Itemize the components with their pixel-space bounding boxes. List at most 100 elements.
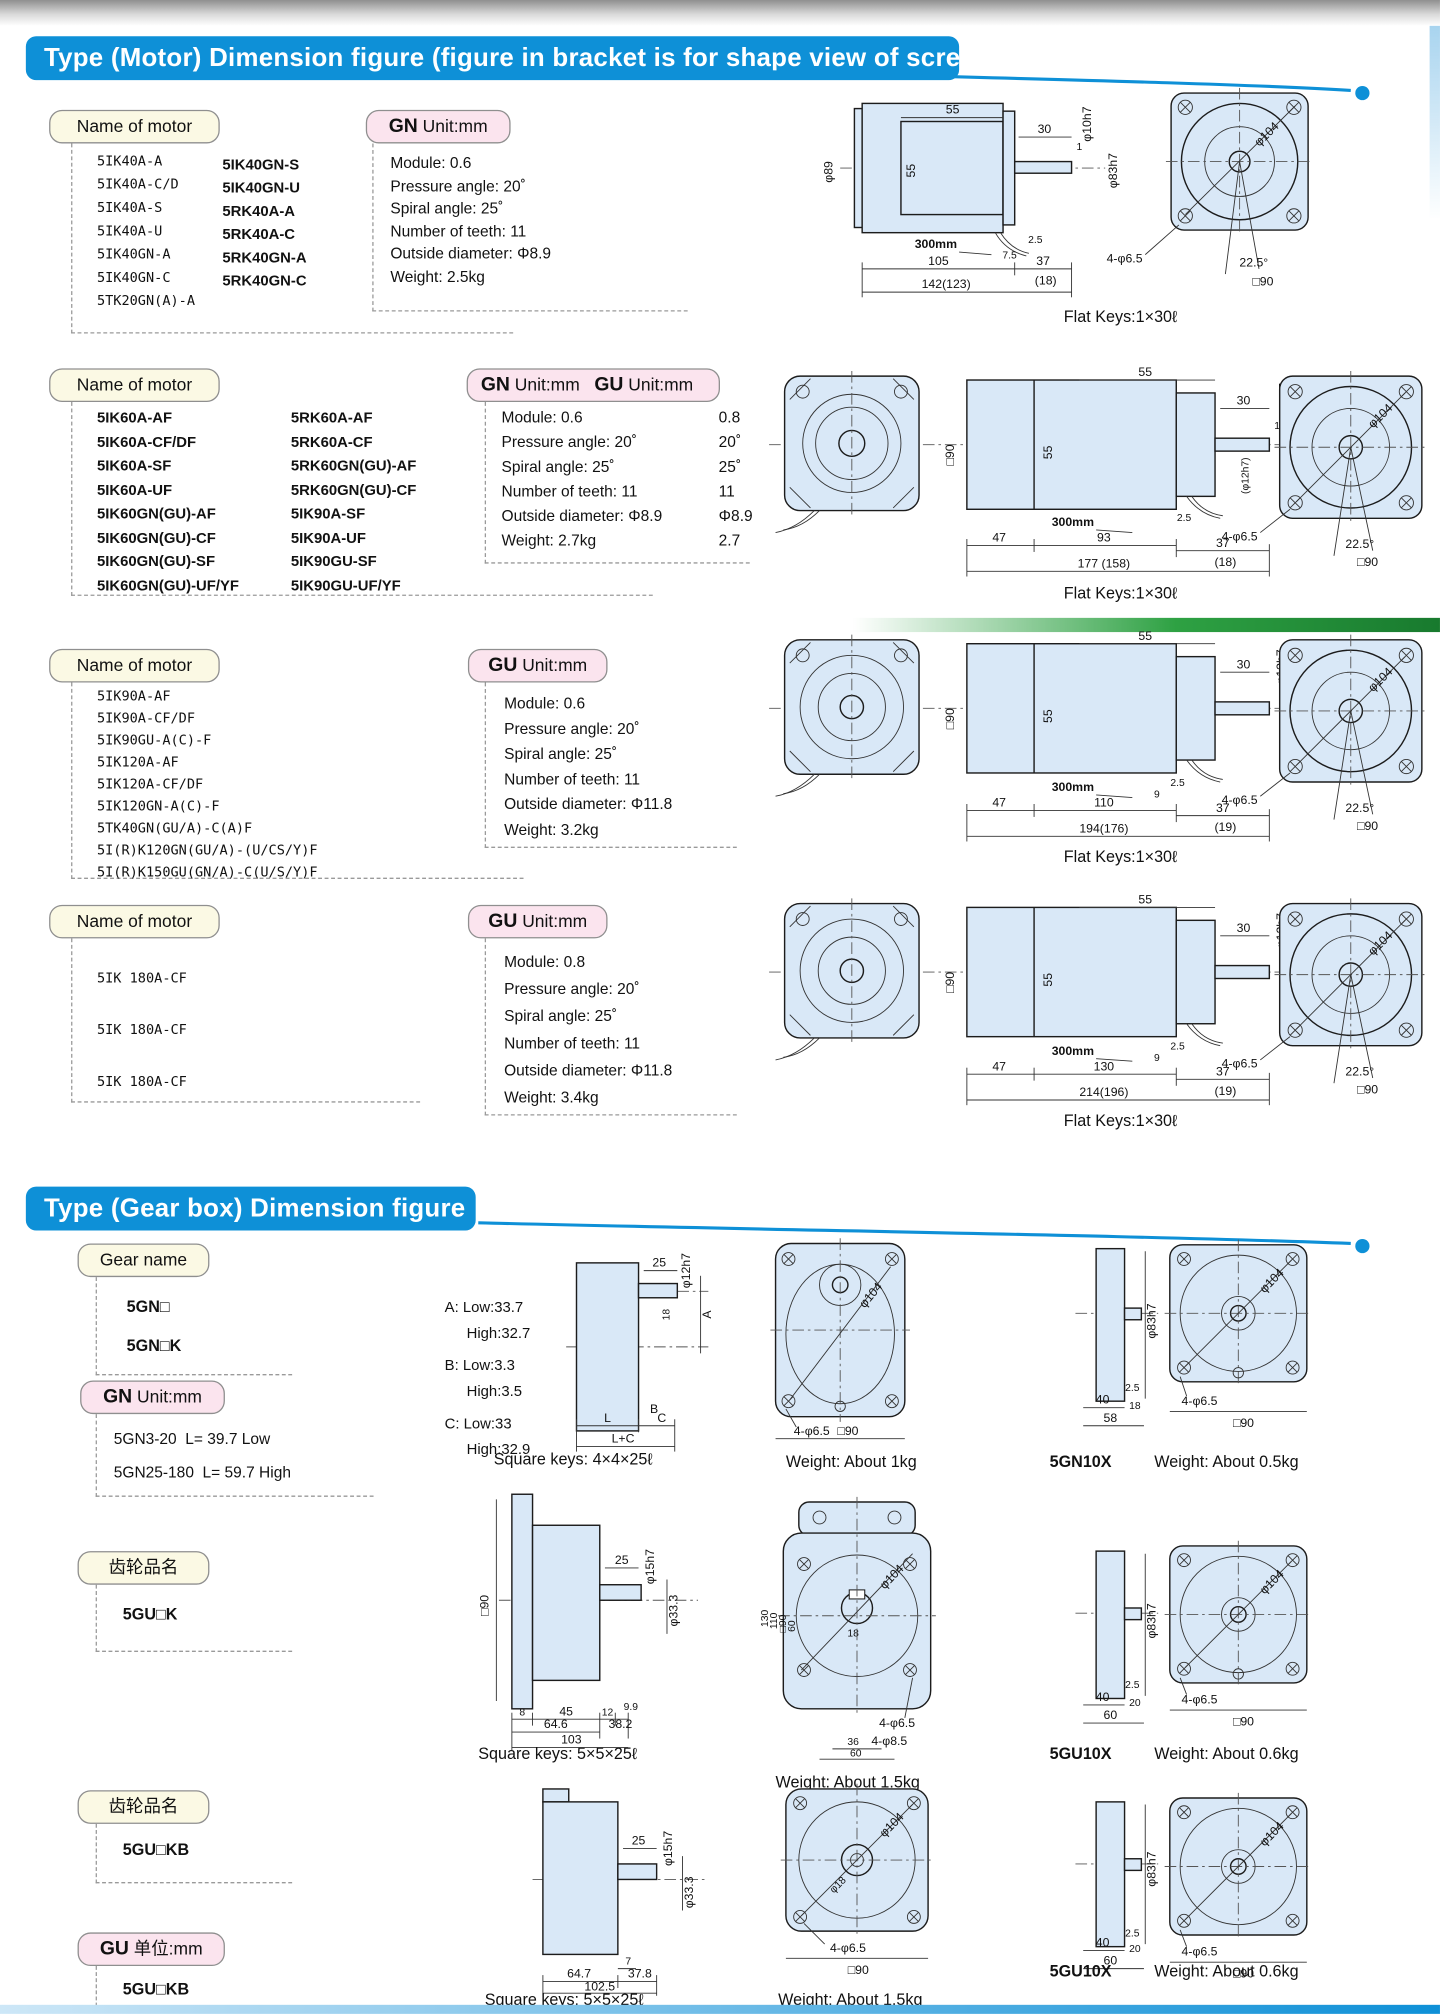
motor2-dimension-drawing: 55 30 1 φ10h7 (φ12h7) φ83h7 □90 55 300mm… [769,365,1428,577]
gear-spec-line: 5GN3-20 L= 39.7 Low [113,1429,271,1448]
dim-label: 4-φ6.5 [1222,793,1258,807]
motor1-spec-outline [372,143,688,312]
unit-label: Unit:mm [628,374,694,395]
gear1-square-keys: Square keys: 4×4×25ℓ [493,1450,653,1469]
dim-label: 18 [662,1309,673,1321]
spec-label: Number of teeth: 11 [501,482,638,501]
abc-line: C: Low:33 [444,1416,512,1433]
dim-label: 37 [1216,1064,1230,1078]
motor-name: 5IK 180A-CF [96,970,187,987]
spec-item: Module: 0.6 [504,694,586,713]
dim-label: □90 [848,1963,869,1977]
dim-label: 55 [1041,709,1055,723]
motor-name: 5RK40A-C [222,227,296,244]
dim-label: 18 [1129,1401,1141,1412]
spec-label: Module: 0.6 [501,408,583,427]
dim-label: 8 [519,1707,525,1718]
motor-name: 5I(R)K150GU(GN/A)-C(U/S/Y)F [96,864,318,881]
spec-item: Number of teeth: 11 [504,1034,641,1053]
gear2-side-drawing: □90 25 φ15h7 φ33.3 8 45 12 9.9 64.6 38.2… [478,1493,699,1751]
dim-label: φ15h7 [643,1549,657,1584]
gear2-right-weight: Weight: About 0.6kg [1154,1745,1299,1764]
spec-value-gu: 2.7 [718,531,741,550]
motor-name: 5IK90A-SF [290,506,366,523]
dim-label: φ83h7 [1145,1851,1159,1886]
spec-row: Spiral angle: 25˚25˚ [502,458,761,483]
dim-label: (18) [1214,555,1236,569]
dim-label: □90 [1233,1715,1254,1729]
gear3-name-box: 齿轮品名 [77,1790,210,1824]
dim-label: 55 [946,103,960,117]
motor-name: 5IK40A-U [96,223,163,240]
motor4-unit-box: GU Unit:mm [467,904,608,939]
motor-name: 5IK90GU-UF/YF [290,578,401,594]
dim-label: 2.5 [1125,1383,1140,1394]
gear1-right-weight: Weight: About 0.5kg [1154,1452,1299,1471]
dim-label: 30 [1237,657,1251,671]
dim-label: □90 [1357,819,1378,833]
dim-label: 60 [787,1620,798,1632]
dim-label: □90 [1233,1967,1254,1981]
dim-label: φ10h7 [1080,106,1094,141]
dim-label: 4-φ6.5 [879,1716,915,1730]
spec-row: Pressure angle: 20˚ 20˚ [502,433,761,458]
motor-name: 5IK60GN(GU)-AF [96,506,216,523]
dim-label: 1 [1274,421,1280,432]
header-swoosh-1 [697,68,1370,101]
motor-name: 5IK120GN-A(C)-F [96,798,220,815]
dim-label: □90 [1357,1083,1378,1097]
dim-label: □90 [943,708,957,729]
gear-name: 5GU□K [122,1605,178,1624]
dim-label: 4-φ6.5 [1182,1394,1218,1408]
dim-label: 60 [1104,1954,1118,1968]
gear2-front-drawing: 18 φ104 130 110 □90 60 4-φ6.5 4-φ8.5 36 … [760,1496,936,1760]
dim-label: 1 [1076,142,1082,153]
dim-label: □90 [478,1595,492,1616]
green-divider-band [853,617,1440,633]
spec-label: Spiral angle: 25˚ [501,457,615,476]
spec-label: Outside diameter: Φ8.9 [501,506,663,525]
dim-label: 7.5 [1002,251,1017,262]
gear2-right-side-drawing: φ83h7 2.5 40 20 60 [1075,1550,1159,1724]
spec-value-gu: 0.8 [718,408,741,427]
dim-label: 55 [1041,973,1055,987]
motor-name: 5IK60GN(GU)-SF [96,554,216,571]
unit-code: GN [480,373,510,396]
motor4-list-outline [71,938,421,1103]
gear3-unit-box: GU 单位:mm [77,1932,225,1967]
motor3-list-outline [71,682,524,879]
motor-name: 5RK60A-AF [290,411,373,427]
gearbox-section-title: Type (Gear box) Dimension figure [25,1186,476,1231]
spec-item: Weight: 3.2kg [504,820,599,839]
dim-label: 25 [615,1553,629,1567]
spec-item: Weight: 3.4kg [504,1088,599,1107]
motor-name: 5IK60GN(GU)-CF [96,530,216,547]
unit-code: GN [103,1385,133,1408]
gear-spec-line: 5GN25-180 L= 59.7 High [113,1463,291,1482]
top-gradient-bar [0,0,1440,26]
header-swoosh-2 [478,1221,1370,1254]
abc-line: A: Low:33.7 [444,1300,524,1316]
motor-name: 5IK90GU-A(C)-F [96,732,212,749]
dim-label: 2.5 [1170,778,1185,789]
spec-label: Pressure angle: 20˚ [501,433,637,452]
dim-label: 130 [1094,1059,1115,1073]
dim-label: 37.8 [628,1967,652,1981]
dim-label: 110 [1094,796,1114,810]
gear3-list-outline [95,1823,293,1884]
abc-line: High:32.7 [466,1326,531,1342]
dim-label: 30 [1237,921,1251,935]
motor-name: 5IK60A-SF [96,458,172,475]
dim-label: 12 [602,1707,614,1718]
dim-label: 2.5 [1170,1042,1185,1053]
dim-label: φ33.3 [666,1594,680,1626]
spec-value-gu: 20˚ [718,433,742,452]
dim-label: 2.5 [1177,513,1192,524]
motor3-name-box: Name of motor [49,648,220,683]
dim-label: 20 [1129,1944,1141,1955]
motor1-dimension-drawing: 55 30 φ89 55 1 φ10h7 φ83h7 300mm 7.5 2.5… [821,87,1314,298]
dim-label: (18) [1035,273,1057,287]
motor1-name-box: Name of motor [49,109,220,144]
